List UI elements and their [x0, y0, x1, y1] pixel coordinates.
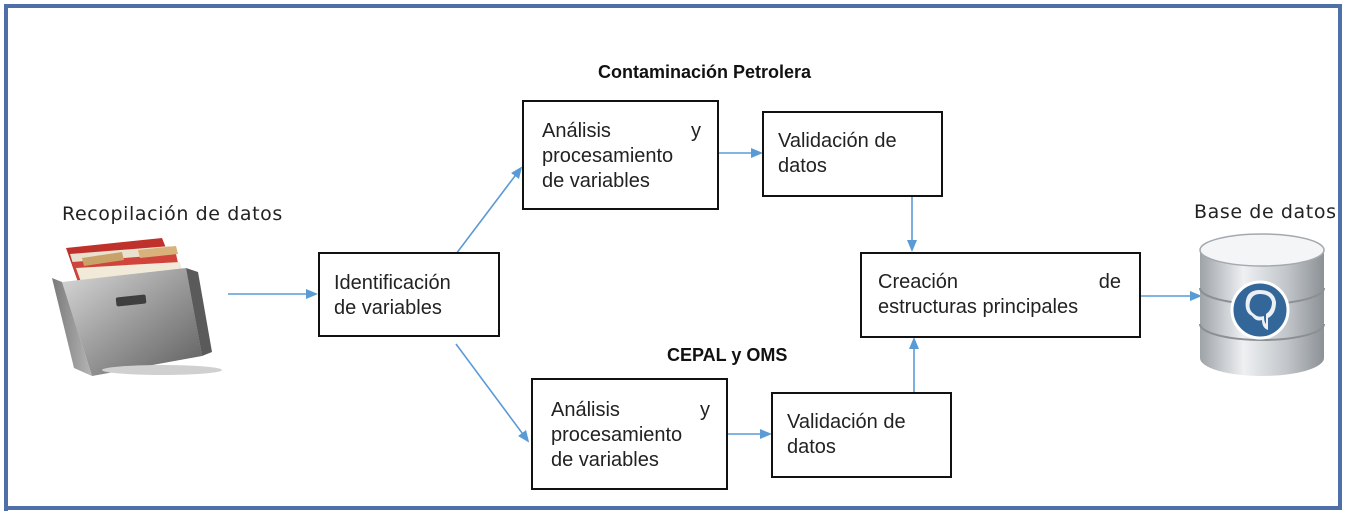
arrow-identify-to-bottom-analysis	[455, 343, 530, 443]
frame-border-bottom	[4, 506, 1340, 510]
bottom-analysis-line2: procesamiento	[551, 424, 683, 446]
frame-border-right	[1338, 4, 1342, 510]
box-creacion-estructuras: Creación de estructuras principales	[860, 252, 1141, 338]
box-top-analysis: Análisis y procesamiento de variables	[522, 100, 719, 210]
bottom-validation-line2: datos	[787, 436, 836, 458]
folder-box-icon	[52, 238, 230, 378]
top-validation-line1: Validación de	[778, 130, 897, 152]
top-analysis-line3: de variables	[542, 170, 650, 192]
box-top-validation: Validación de datos	[762, 111, 943, 197]
create-word1: Creación	[878, 271, 959, 293]
heading-contaminacion-petrolera: Contaminación Petrolera	[598, 62, 812, 82]
source-label: Recopilación de datos	[62, 203, 283, 225]
bottom-analysis-line3: de variables	[551, 449, 659, 471]
postgresql-database-icon	[1196, 232, 1328, 382]
box-identificacion-variables: Identificación de variables	[318, 252, 500, 337]
target-label: Base de datos	[1194, 201, 1337, 223]
box-bottom-validation: Validación de datos	[771, 392, 952, 478]
bottom-validation-line1: Validación de	[787, 411, 906, 433]
box-bottom-analysis: Análisis y procesamiento de variables	[531, 378, 728, 490]
identify-line2: de variables	[334, 297, 442, 319]
arrow-identify-to-top-analysis	[455, 166, 523, 255]
top-analysis-word1: Análisis	[542, 120, 611, 142]
top-analysis-line2: procesamiento	[542, 145, 674, 167]
create-word2: de	[1098, 271, 1121, 293]
bottom-analysis-word2: y	[700, 399, 710, 421]
heading-cepal-oms: CEPAL y OMS	[667, 345, 788, 365]
identify-line1: Identificación	[334, 272, 451, 294]
create-line2: estructuras principales	[878, 296, 1079, 318]
bottom-analysis-word1: Análisis	[551, 399, 620, 421]
top-validation-line2: datos	[778, 155, 827, 177]
top-analysis-word2: y	[691, 120, 701, 142]
